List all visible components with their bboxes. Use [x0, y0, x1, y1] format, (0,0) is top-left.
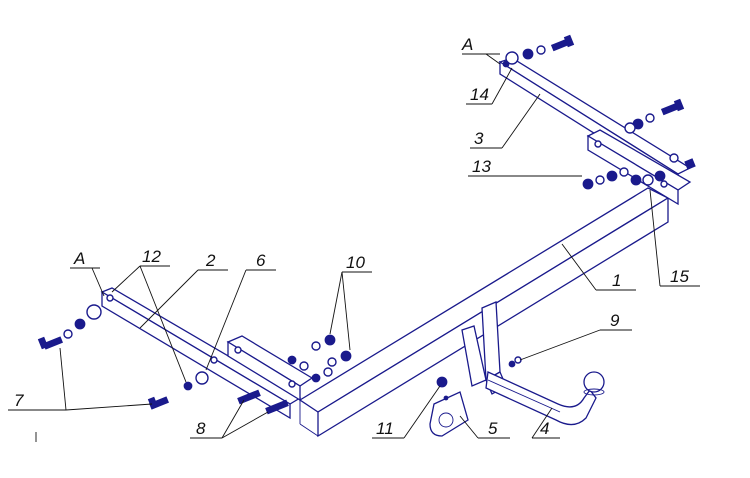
ball-mount-arm: [485, 371, 597, 426]
left-hardware: [37, 304, 289, 415]
label-13: 13: [472, 157, 491, 176]
label-4: 4: [540, 419, 549, 438]
bolt-9: [508, 356, 522, 368]
label-10: 10: [346, 253, 365, 272]
label-a-right: A: [461, 35, 473, 54]
label-6: 6: [256, 251, 266, 270]
label-14: 14: [470, 85, 489, 104]
label-3: 3: [474, 129, 484, 148]
label-8: 8: [196, 419, 206, 438]
nuts-13: [582, 167, 642, 190]
label-a-left: A: [73, 249, 85, 268]
label-7: 7: [14, 391, 24, 410]
leader-lines: [8, 53, 700, 442]
part-labels: A 14 3 13 15 1 9 4 5 11 10 6 2 12 A 7 8: [14, 35, 689, 438]
label-9: 9: [610, 311, 620, 330]
label-15: 15: [670, 267, 689, 286]
tow-ball: [583, 371, 605, 396]
label-1: 1: [612, 271, 621, 290]
label-12: 12: [142, 247, 161, 266]
left-mounting-plate: [226, 335, 314, 402]
label-2: 2: [205, 251, 216, 270]
nuts-10: [287, 334, 352, 383]
nut-11: [436, 376, 448, 388]
label-11: 11: [376, 419, 394, 438]
socket-plate: [429, 391, 469, 437]
label-5: 5: [488, 419, 498, 438]
right-top-hardware: [502, 34, 696, 186]
